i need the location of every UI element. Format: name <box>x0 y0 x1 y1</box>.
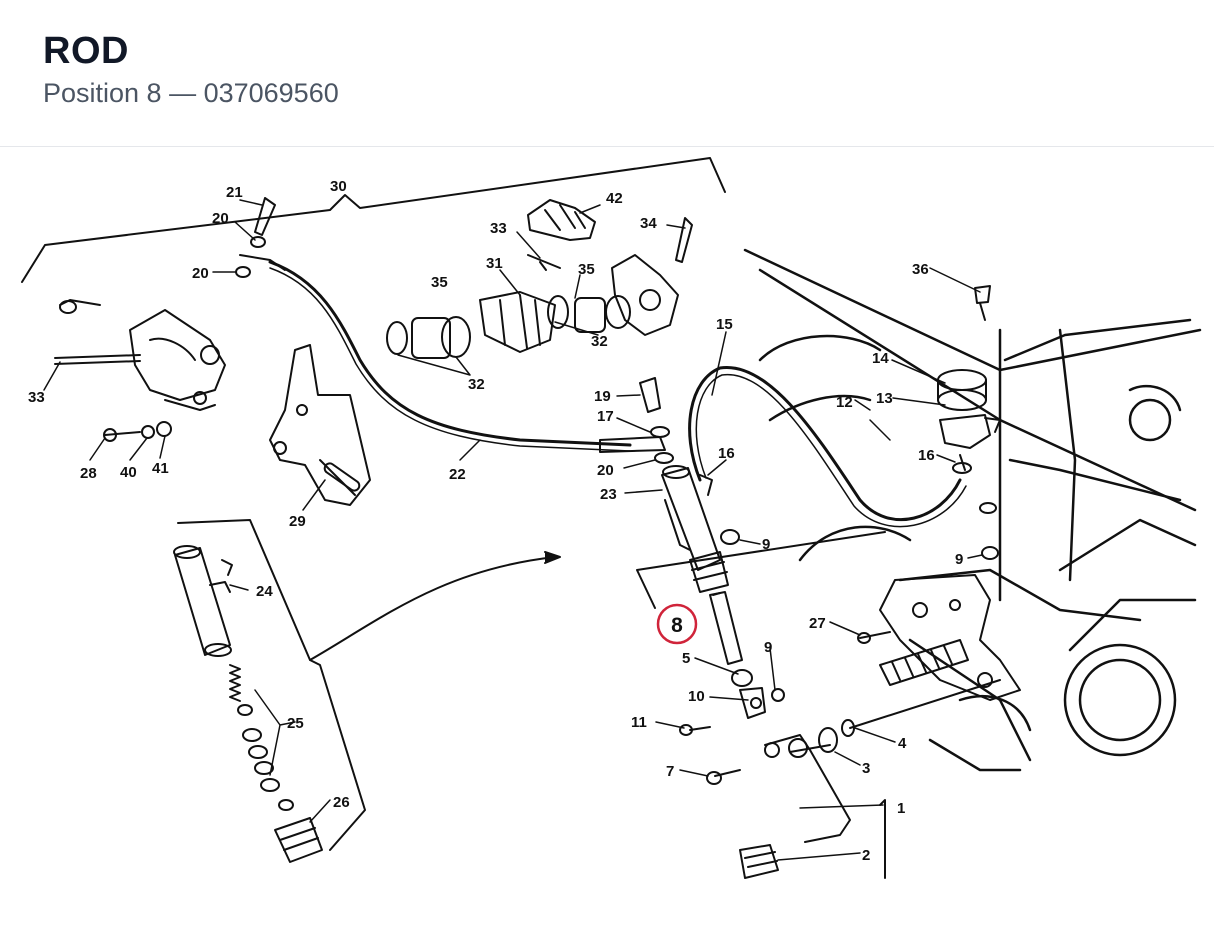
label-9: 9 <box>955 551 963 568</box>
label-25: 25 <box>287 715 304 732</box>
label-11: 11 <box>631 714 647 731</box>
bracket-29 <box>269 344 371 506</box>
label-35: 35 <box>578 261 595 278</box>
bolt-36 <box>974 285 991 321</box>
label-20: 20 <box>212 210 229 227</box>
label-15: 15 <box>716 316 733 333</box>
label-10: 10 <box>688 688 705 705</box>
bracket-30 <box>21 157 726 283</box>
pin-33 <box>527 254 561 271</box>
fitting-21 <box>235 197 286 278</box>
footpeg-plate <box>857 574 1021 701</box>
diagram-svg: 30 21 20 20 42 33 34 31 35 35 32 32 33 2… <box>21 157 1202 879</box>
label-16: 16 <box>918 447 935 464</box>
label-32: 32 <box>468 376 485 393</box>
label-40: 40 <box>120 464 137 481</box>
spring-25 <box>229 664 294 811</box>
bleed-screw-34 <box>675 217 693 263</box>
label-30: 30 <box>330 178 347 195</box>
hose-15 <box>688 366 967 528</box>
exploded-parts-diagram: 30 21 20 20 42 33 34 31 35 35 32 32 33 2… <box>0 148 1214 927</box>
label-22: 22 <box>449 466 466 483</box>
master-cylinder-23 <box>661 465 999 593</box>
boot-26 <box>274 817 323 863</box>
label-31: 31 <box>486 255 503 272</box>
left-caliper <box>54 299 226 411</box>
label-9: 9 <box>764 639 772 656</box>
bolts-28-40-41 <box>103 421 172 442</box>
label-41: 41 <box>152 460 169 477</box>
highlight-position-8[interactable]: 8 <box>656 603 698 645</box>
label-32: 32 <box>591 333 608 350</box>
label-33: 33 <box>28 389 45 406</box>
label-24: 24 <box>256 583 273 600</box>
clevis-5-10 <box>731 669 785 719</box>
brake-pedal-1 <box>679 679 1001 879</box>
arrow-line <box>309 556 556 661</box>
brake-pads-31 <box>479 291 556 353</box>
part-number-labels: 30 21 20 20 42 33 34 31 35 35 32 32 33 2… <box>28 178 963 864</box>
label-16: 16 <box>718 445 735 462</box>
label-5: 5 <box>682 650 690 667</box>
label-35: 35 <box>431 274 448 291</box>
reservoir-13-14 <box>937 369 1001 474</box>
label-27: 27 <box>809 615 826 632</box>
label-20: 20 <box>597 462 614 479</box>
spring-clip-42 <box>527 199 596 241</box>
label-2: 2 <box>862 847 870 864</box>
leader-lines <box>43 199 983 861</box>
part-subtitle: Position 8 — 037069560 <box>43 78 339 108</box>
caliper-half <box>611 254 679 336</box>
label-34: 34 <box>640 215 657 232</box>
label-14: 14 <box>872 350 889 367</box>
label-1: 1 <box>897 800 905 817</box>
master-cylinder-24 <box>173 545 233 657</box>
label-26: 26 <box>333 794 350 811</box>
bracket-23-8 <box>636 531 886 609</box>
label-42: 42 <box>606 190 623 207</box>
label-3: 3 <box>862 760 870 777</box>
brake-hose-22 <box>268 260 632 447</box>
page-header: ROD Position 8 — 037069560 <box>0 0 1214 147</box>
label-23: 23 <box>600 486 617 503</box>
label-21: 21 <box>226 184 243 201</box>
frame-drawing <box>743 248 1202 772</box>
label-7: 7 <box>666 763 674 780</box>
label-33: 33 <box>490 220 507 237</box>
label-12: 12 <box>836 394 853 411</box>
label-28: 28 <box>80 465 97 482</box>
label-13: 13 <box>876 390 893 407</box>
label-29: 29 <box>289 513 306 530</box>
highlight-label: 8 <box>671 614 683 637</box>
label-17: 17 <box>597 408 614 425</box>
label-4: 4 <box>898 735 907 752</box>
label-36: 36 <box>912 261 929 278</box>
label-20: 20 <box>192 265 209 282</box>
hose-fittings <box>599 377 713 496</box>
rod-8 <box>709 591 743 665</box>
label-19: 19 <box>594 388 611 405</box>
bracket-1 <box>879 799 886 879</box>
bracket-25-26 <box>177 519 366 851</box>
label-9: 9 <box>762 536 770 553</box>
page-title: ROD <box>43 30 129 72</box>
